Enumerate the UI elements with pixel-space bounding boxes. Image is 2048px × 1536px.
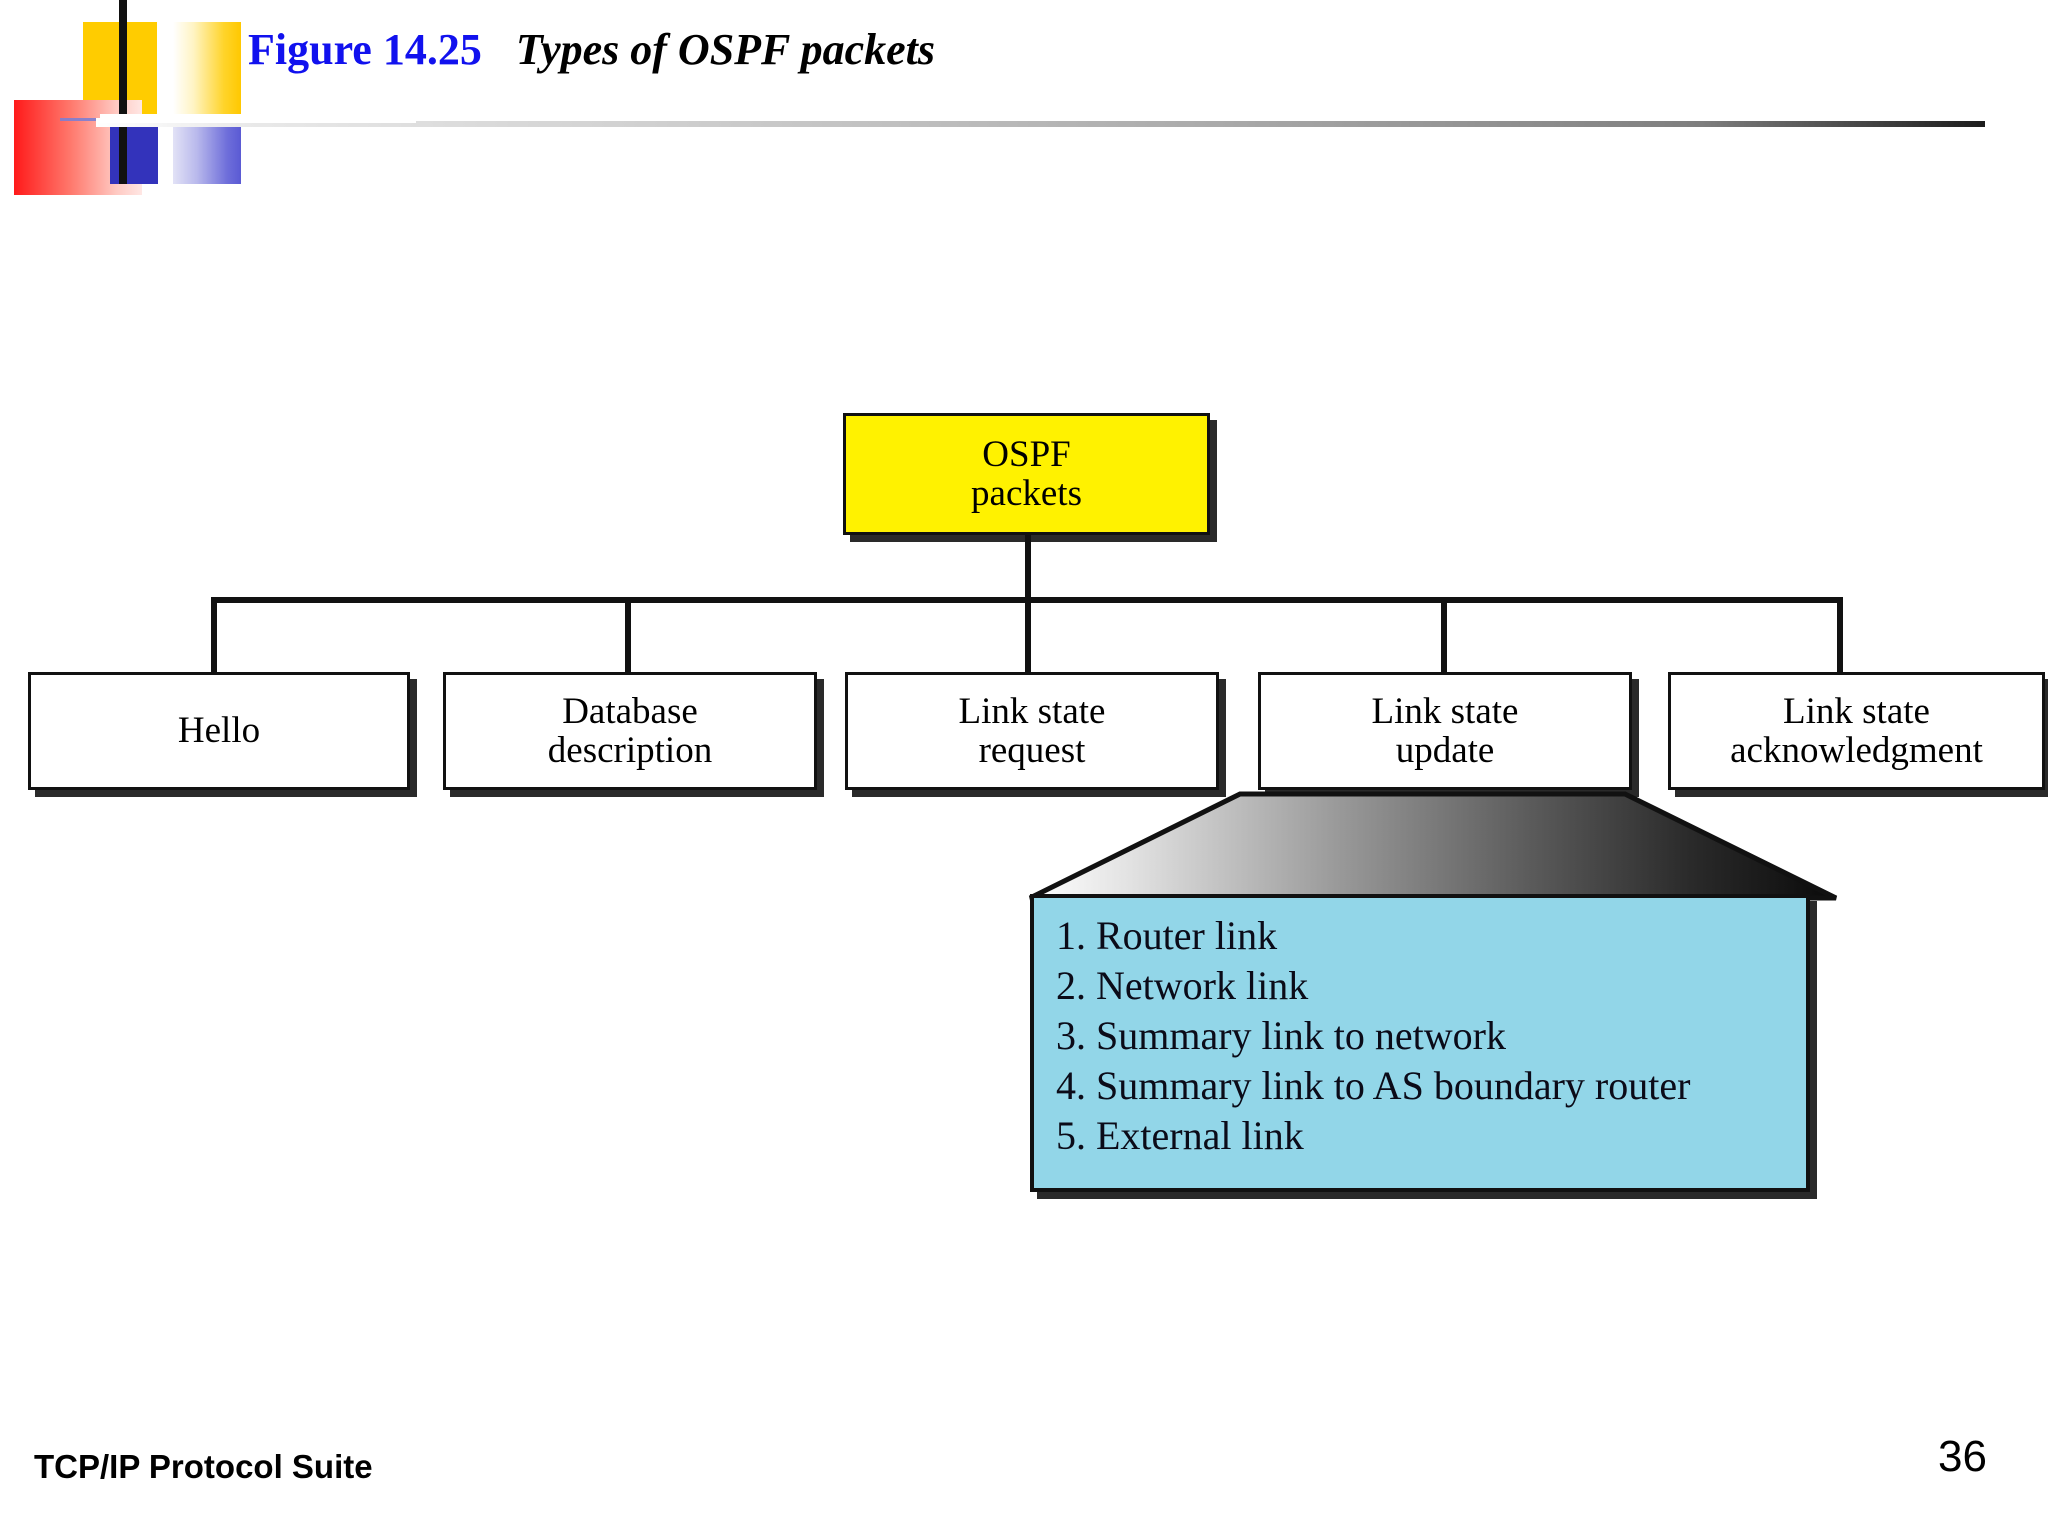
- connector-drop-database-description: [625, 597, 631, 675]
- header-divider-highlight: [96, 118, 416, 123]
- callout-item: 2. Network link: [1056, 963, 1309, 1008]
- connector-drop-hello: [211, 597, 217, 675]
- callout-item: 4. Summary link to AS boundary router: [1056, 1063, 1691, 1108]
- node-ospf-packets-label: OSPF packets: [971, 433, 1082, 514]
- callout-body: 1. Router link 2. Network link 3. Summar…: [1030, 894, 1810, 1192]
- connector-drop-link-state-request: [1025, 597, 1031, 675]
- node-link-state-acknowledgment-label: Link state acknowledgment: [1730, 690, 1983, 771]
- node-ospf-packets: OSPF packets: [843, 413, 1210, 535]
- node-database-description-label: Database description: [547, 690, 713, 771]
- node-link-state-update: Link state update: [1258, 672, 1632, 790]
- header-divider-gradient: [96, 121, 1985, 127]
- footer-page-number: 36: [1938, 1432, 1987, 1481]
- node-link-state-request-label: Link state request: [958, 690, 1106, 771]
- link-state-update-callout: 1. Router link 2. Network link 3. Summar…: [1028, 790, 1842, 1200]
- node-database-description: Database description: [443, 672, 817, 790]
- node-link-state-update-label: Link state update: [1371, 690, 1519, 771]
- figure-caption: Types of OSPF packets: [515, 25, 936, 74]
- header-divider-rule: [96, 118, 1985, 127]
- connector-drop-link-state-acknowledgment: [1837, 597, 1843, 675]
- node-link-state-acknowledgment: Link state acknowledgment: [1668, 672, 2045, 790]
- connector-trunk-vertical: [1025, 535, 1031, 603]
- node-link-state-request: Link state request: [845, 672, 1219, 790]
- callout-item: 3. Summary link to network: [1056, 1013, 1506, 1058]
- callout-item: 5. External link: [1056, 1113, 1304, 1158]
- callout-shade-trapezoid: [1028, 791, 1838, 901]
- footer-book-title: TCP/IP Protocol Suite: [34, 1448, 373, 1485]
- figure-number: Figure 14.25: [248, 25, 482, 74]
- node-hello-label: Hello: [177, 710, 261, 752]
- figure-title: Figure 14.25 Types of OSPF packets: [248, 24, 935, 84]
- node-hello: Hello: [28, 672, 410, 790]
- callout-item: 1. Router link: [1056, 913, 1278, 958]
- connector-drop-link-state-update: [1441, 597, 1447, 675]
